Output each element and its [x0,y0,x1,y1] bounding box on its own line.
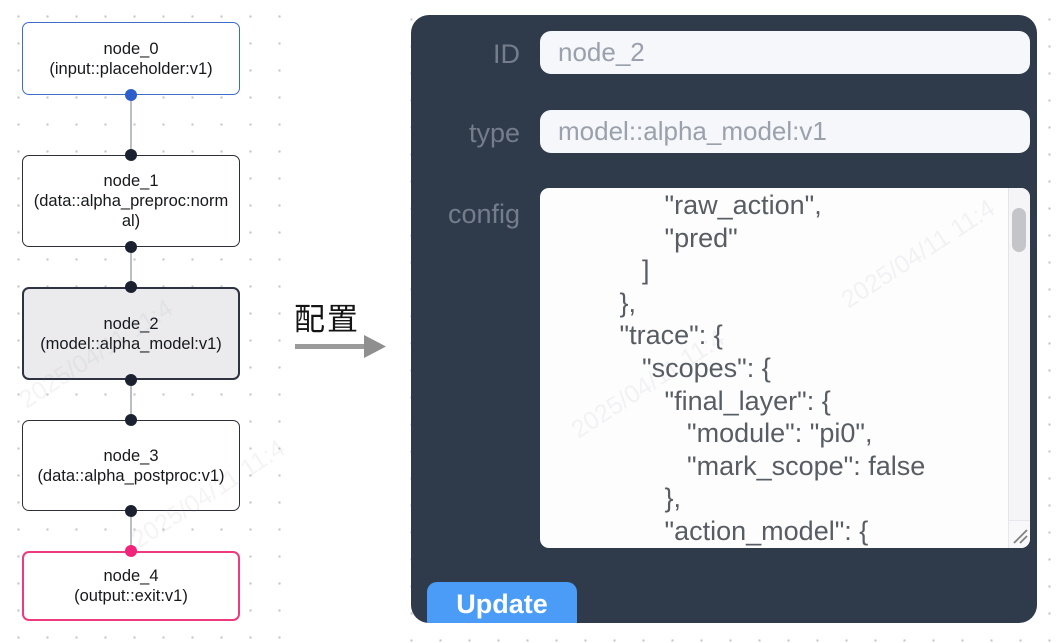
port-node2-source[interactable] [125,374,137,386]
node-subtitle: (data::alpha_postproc:v1) [37,466,225,485]
node-subtitle: (data::alpha_preproc:normal) [33,192,229,230]
flow-node-node1[interactable]: node_1 (data::alpha_preproc:normal) [22,155,240,247]
port-node3-target[interactable] [125,414,137,426]
config-json-text[interactable]: "raw_action", "pred" ] }, "trace": { "sc… [619,190,926,546]
port-node3-source[interactable] [125,505,137,517]
node-subtitle: (input::placeholder:v1) [49,59,213,78]
edge-node1-node2 [130,247,132,287]
config-textarea[interactable]: "raw_action", "pred" ] }, "trace": { "sc… [540,188,1030,548]
flow-node-node2-selected[interactable]: node_2 (model::alpha_model:v1) [22,287,240,380]
type-field-label: type [468,118,520,148]
node-title: node_2 [103,314,159,333]
config-scrollbar[interactable] [1008,188,1030,520]
node-title: node_3 [103,446,159,465]
node-subtitle: (output::exit:v1) [74,587,188,605]
type-input[interactable] [540,110,1030,153]
id-input[interactable] [540,31,1030,74]
edge-node2-node3 [130,380,132,420]
node-title: node_1 [103,172,159,190]
update-button[interactable]: Update [427,582,577,623]
node-config-panel: ID type config "raw_action", "pred" ] },… [411,15,1037,623]
config-resize-corner[interactable] [1008,520,1030,548]
edge-node0-node1 [130,95,132,155]
configure-annotation-label: 配置 [294,302,360,337]
flow-node-node4[interactable]: node_4 (output::exit:v1) [22,551,240,621]
config-field-label: config [447,199,520,229]
config-scrollbar-thumb[interactable] [1012,208,1026,252]
right-arrow-icon [295,335,386,358]
flow-node-node0[interactable]: node_0 (input::placeholder:v1) [22,22,240,95]
port-node4-target[interactable] [125,545,137,557]
edge-node3-node4 [130,511,132,551]
port-node1-source[interactable] [125,241,137,253]
node-title: node_4 [103,567,159,585]
port-node1-target[interactable] [125,149,137,161]
flow-node-node3[interactable]: node_3 (data::alpha_postproc:v1) [22,420,240,511]
port-node2-target[interactable] [125,281,137,293]
node-subtitle: (model::alpha_model:v1) [40,334,222,353]
port-node0-source[interactable] [125,89,137,101]
node-title: node_0 [103,39,159,58]
resize-grip-icon [1013,529,1028,544]
id-field-label: ID [493,39,520,69]
